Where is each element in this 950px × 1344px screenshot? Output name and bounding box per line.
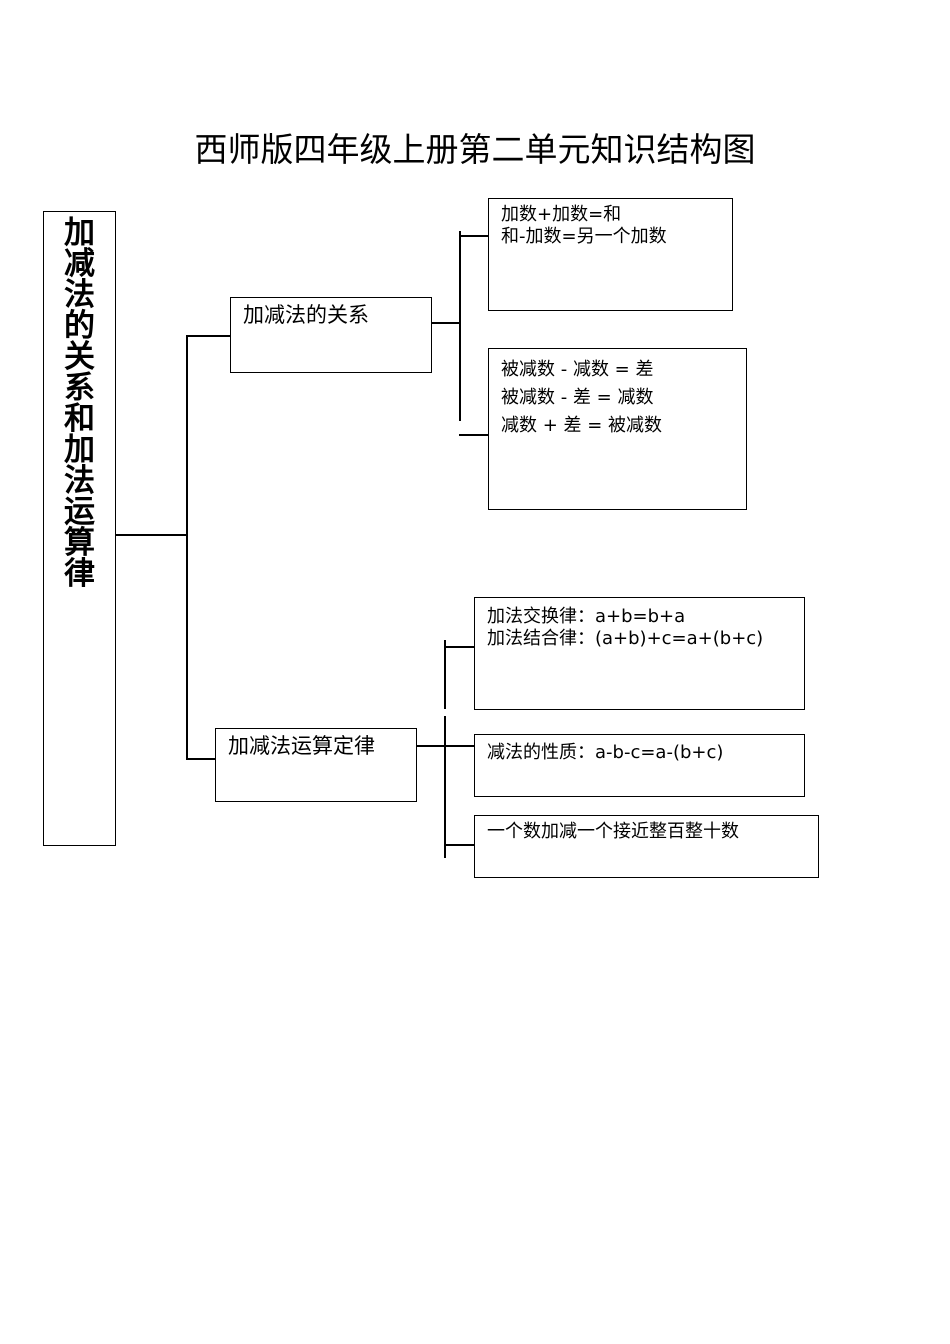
formula-line: 加法交换律：a+b=b+a bbox=[487, 606, 686, 627]
connector-line bbox=[444, 640, 446, 709]
branch-node-label: 加减法运算定律 bbox=[228, 734, 375, 758]
leaf-node-addition-laws: 加法交换律：a+b=b+a 加法结合律：(a+b)+c=a+(b+c) bbox=[474, 597, 805, 710]
connector-line bbox=[444, 646, 474, 648]
connector-line bbox=[432, 322, 460, 324]
connector-line bbox=[459, 434, 488, 436]
branch-node-label: 加减法的关系 bbox=[243, 303, 369, 327]
formula-line: 和-加数=另一个加数 bbox=[501, 226, 667, 247]
connector-line bbox=[186, 335, 188, 759]
connector-line bbox=[444, 716, 446, 858]
connector-line bbox=[116, 534, 187, 536]
formula-line: 一个数加减一个接近整百整十数 bbox=[487, 821, 739, 842]
connector-line bbox=[186, 335, 230, 337]
connector-line bbox=[444, 844, 474, 846]
formula-line: 减数 + 差 = 被减数 bbox=[501, 415, 663, 436]
leaf-node-subtraction-relation: 被减数 - 减数 = 差 被减数 - 差 = 减数 减数 + 差 = 被减数 bbox=[488, 348, 747, 510]
formula-line: 被减数 - 减数 = 差 bbox=[501, 359, 654, 380]
formula-line: 加法结合律：(a+b)+c=a+(b+c) bbox=[487, 628, 764, 649]
formula-line: 被减数 - 差 = 减数 bbox=[501, 387, 654, 408]
root-node-label: 加减法的关系和加法运算律 bbox=[64, 215, 95, 592]
leaf-node-round-number: 一个数加减一个接近整百整十数 bbox=[474, 815, 819, 878]
leaf-node-subtraction-property: 减法的性质：a-b-c=a-(b+c) bbox=[474, 734, 805, 797]
root-node: 加减法的关系和加法运算律 bbox=[43, 211, 116, 846]
connector-line bbox=[459, 231, 461, 421]
connector-line bbox=[417, 745, 474, 747]
branch-node-relations: 加减法的关系 bbox=[230, 297, 432, 373]
leaf-node-addition-relation: 加数+加数=和 和-加数=另一个加数 bbox=[488, 198, 733, 311]
connector-line bbox=[186, 758, 216, 760]
formula-line: 减法的性质：a-b-c=a-(b+c) bbox=[487, 742, 724, 763]
page-title: 西师版四年级上册第二单元知识结构图 bbox=[194, 130, 756, 169]
connector-line bbox=[459, 235, 488, 237]
formula-line: 加数+加数=和 bbox=[501, 204, 622, 225]
branch-node-laws: 加减法运算定律 bbox=[215, 728, 417, 802]
